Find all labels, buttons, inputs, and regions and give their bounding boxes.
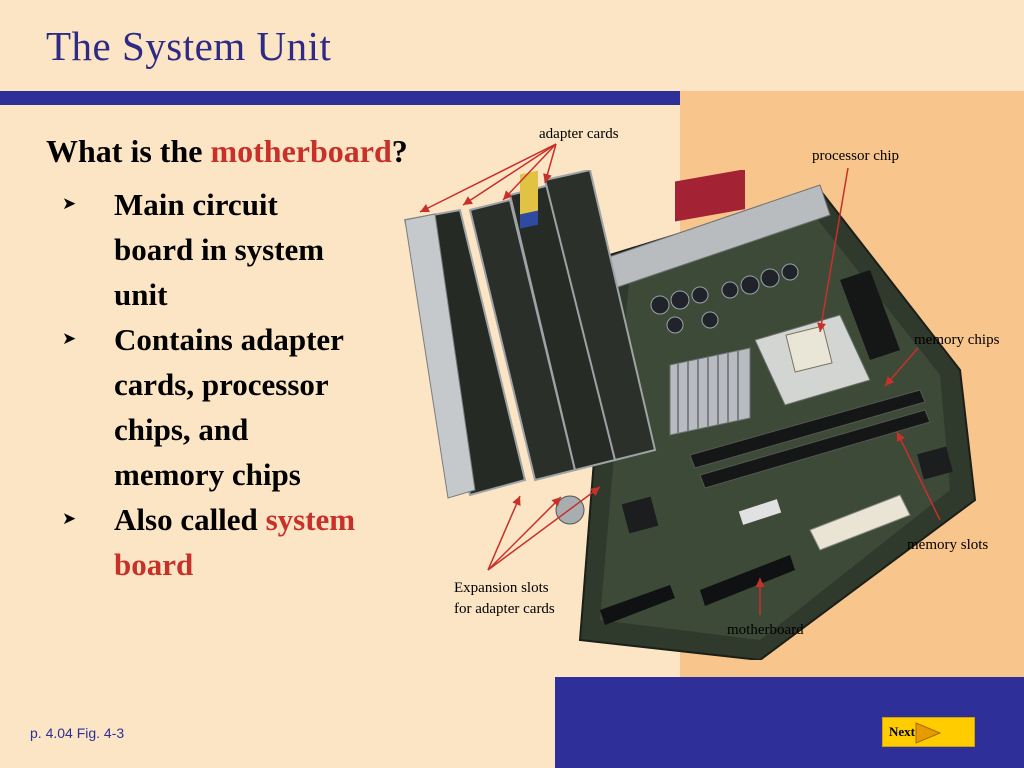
label-memory-slots: memory slots [907,537,989,553]
page-reference: p. 4.04 Fig. 4-3 [30,725,125,741]
label-processor-chip: processor chip [812,148,900,164]
heading-prefix: What is the [46,133,211,169]
bullet-item: ➤ Main circuit board in system unit [62,182,362,317]
bullet-arrow-icon: ➤ [62,509,77,529]
motherboard-photo [403,170,977,660]
label-memory-chips: memory chips [914,332,1000,348]
heading-highlight: motherboard [210,133,392,169]
bullet-text: Contains adapter cards, processor chips,… [114,322,344,492]
label-motherboard: motherboard [727,622,804,638]
bullet-text: Main circuit board in system unit [114,187,325,312]
next-button[interactable]: Next [882,717,975,747]
heading-suffix: ? [391,133,408,169]
bullet-arrow-icon: ➤ [62,329,77,349]
bullet-item: ➤ Also called system board [62,497,362,587]
slide-title: The System Unit [46,23,332,69]
label-expansion-slots: Expansion slots for adapter cards [454,580,555,617]
bullet-item: ➤ Contains adapter cards, processor chip… [62,317,362,497]
bullet-list: ➤ Main circuit board in system unit ➤ Co… [62,182,362,587]
label-adapter-cards: adapter cards [539,126,619,142]
slide-heading: What is the motherboard? [46,133,408,170]
next-arrow-icon [915,722,942,744]
bullet-text: Also called [114,502,266,537]
bullet-highlight: system board [114,502,356,582]
title-divider-bar [0,91,680,105]
next-button-label: Next [889,724,915,739]
bullet-arrow-icon: ➤ [62,194,77,214]
